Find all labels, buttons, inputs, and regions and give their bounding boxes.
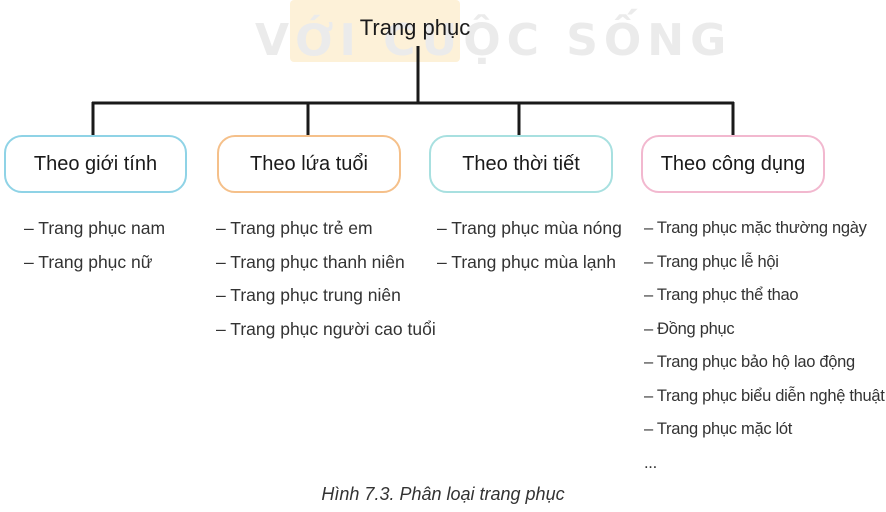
category-weather: Theo thời tiết <box>429 135 613 193</box>
category-weather-label: Theo thời tiết <box>462 152 580 175</box>
category-gender: Theo giới tính <box>4 135 187 193</box>
category-age-label: Theo lứa tuổi <box>250 152 368 175</box>
category-purpose: Theo công dụng <box>641 135 825 193</box>
list-purpose: – Trang phục mặc thường ngày – Trang phụ… <box>644 212 885 480</box>
category-age: Theo lứa tuổi <box>217 135 401 193</box>
root-node-title: Trang phục <box>359 15 471 40</box>
category-gender-label: Theo giới tính <box>33 152 158 175</box>
list-item: – Trang phục biểu diễn nghệ thuật <box>644 386 885 405</box>
list-item: – Trang phục mùa lạnh <box>437 251 617 272</box>
list-item: – Trang phục trẻ em <box>216 218 373 238</box>
list-item: – Đồng phục <box>644 319 735 338</box>
list-item: – Trang phục nữ <box>24 251 153 272</box>
list-item: – Trang phục nam <box>24 218 166 238</box>
list-item: – Trang phục bảo hộ lao động <box>644 353 855 371</box>
figure-caption: Hình 7.3. Phân loại trang phục <box>321 484 565 504</box>
list-weather: – Trang phục mùa nóng – Trang phục mùa l… <box>437 212 622 279</box>
list-item: – Trang phục người cao tuổi <box>216 318 436 339</box>
list-item: – Trang phục thể thao <box>644 286 799 304</box>
list-age: – Trang phục trẻ em – Trang phục thanh n… <box>216 212 436 346</box>
category-purpose-label: Theo công dụng <box>660 152 806 175</box>
list-gender: – Trang phục nam – Trang phục nữ <box>24 212 165 279</box>
list-item: – Trang phục mùa nóng <box>437 218 622 238</box>
list-item: – Trang phục mặc lót <box>644 420 793 438</box>
list-item: – Trang phục trung niên <box>216 285 401 305</box>
list-item: – Trang phục lễ hội <box>644 252 779 271</box>
list-item: – Trang phục mặc thường ngày <box>644 219 867 237</box>
watermark-accent <box>290 0 460 62</box>
list-item: – Trang phục thanh niên <box>216 251 405 272</box>
list-item: ... <box>644 453 657 472</box>
